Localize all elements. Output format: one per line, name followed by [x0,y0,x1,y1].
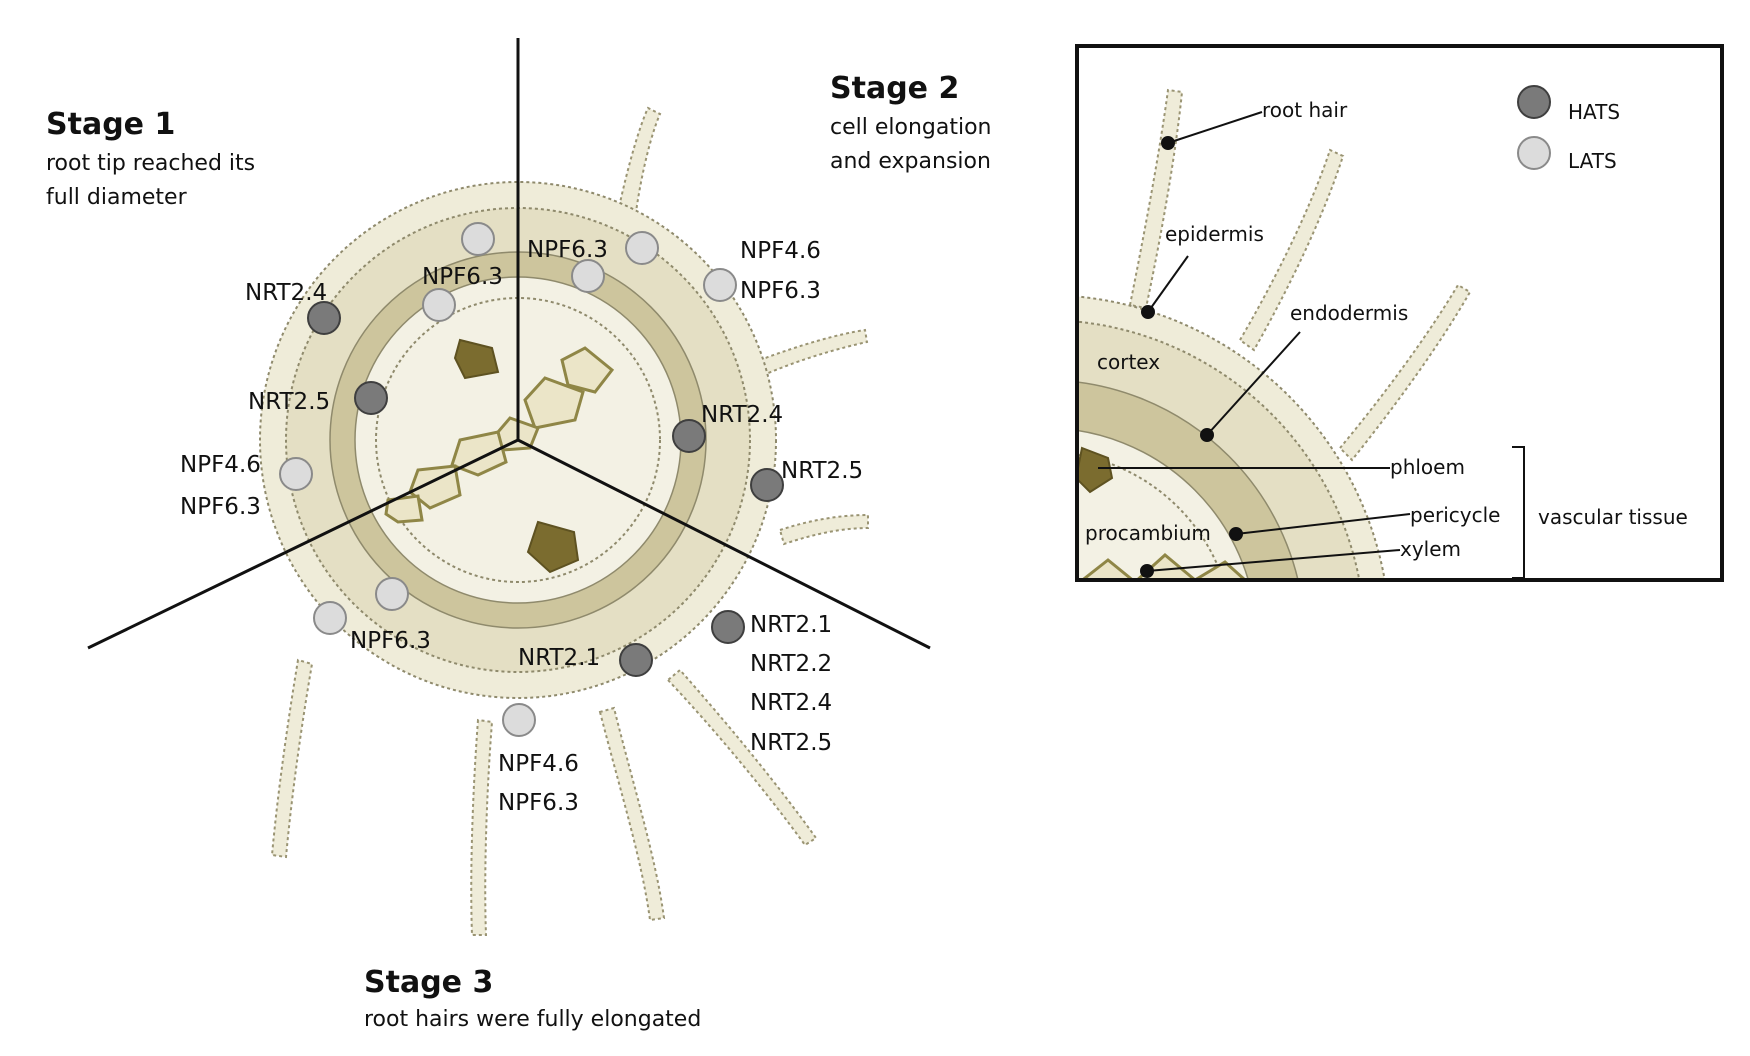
inset-cortex [1077,320,1361,580]
root-hairs [270,106,869,936]
inset-phloem-label: phloem [1390,455,1465,479]
root-hair [778,513,869,546]
hats-marker [307,301,341,335]
inset-root-hair-label: root hair [1262,98,1348,122]
xylem-cells [384,346,615,524]
stage1-nrt24-label: NRT2.4 [245,280,327,306]
divider-stage2-3 [517,438,931,650]
xylem-cell [523,376,585,430]
inset-epidermis-label: epidermis [1165,222,1264,246]
epidermis-pointer [1141,305,1155,319]
stage3-npf63-label: NPF6.3 [350,628,431,654]
inset-stele [1077,429,1250,580]
lats-marker [279,457,313,491]
stage2-title: Stage 2 [830,71,959,106]
inset-frame [1075,44,1724,582]
stage2-npf63b-label: NPF6.3 [740,278,821,304]
inset-root-hair [1338,283,1472,462]
hats-marker [750,468,784,502]
root-hair [598,706,666,922]
lats-markers [279,222,737,737]
lats-marker [422,288,456,322]
stage3-nrt21b-label: NRT2.1 [750,612,832,638]
stage1-npf46-label: NPF4.6 [180,452,261,478]
phloem-cell [526,520,580,574]
inset-xylem [1080,553,1247,580]
legend-lats-swatch [1517,136,1551,170]
stage2-nrt25-label: NRT2.5 [781,458,863,484]
root-hair [616,106,662,213]
inset-phloem [1077,446,1114,494]
hats-marker [354,381,388,415]
stage3-nrt21-label: NRT2.1 [518,645,600,671]
stage-dividers [87,38,931,650]
lats-marker [375,577,409,611]
xylem-cell [384,494,424,524]
root-hair [270,658,314,859]
stage2-desc-line1: cell elongation [830,115,992,140]
hats-marker [711,610,745,644]
lats-marker [625,231,659,265]
inset-root-hair [1238,148,1345,352]
stage1-npf63-label: NPF6.3 [422,264,503,290]
stage1-title: Stage 1 [46,107,175,142]
legend-hats-swatch [1517,85,1551,119]
xylem-pointer [1140,564,1154,578]
inset-endodermis-label: endodermis [1290,301,1408,325]
inset-epidermis [1077,295,1386,580]
stage2-npf46-label: NPF4.6 [740,238,821,264]
legend-lats-label: LATS [1568,149,1617,173]
root-hair [758,328,869,376]
divider-stage3-1 [87,438,519,650]
hats-marker [619,643,653,677]
stage1-desc-line1: root tip reached its [46,151,255,176]
lats-marker [313,601,347,635]
inset-pericycle-label: pericycle [1410,503,1500,527]
inset-vascular-tissue-label: vascular tissue [1538,505,1688,529]
inset-panel: root hair epidermis endodermis cortex ph… [1075,44,1724,582]
stage2-desc-line2: and expansion [830,149,991,174]
legend: HATS LATS [1517,85,1620,173]
legend-hats-label: HATS [1568,100,1620,124]
stage1-npf63b-label: NPF6.3 [180,494,261,520]
lats-marker [703,268,737,302]
stage1-desc-line2: full diameter [46,185,188,210]
lats-marker [571,259,605,293]
endodermis-pointer [1200,428,1214,442]
stage3-npf46-label: NPF4.6 [498,751,579,777]
stage3-nrt25-label: NRT2.5 [750,730,832,756]
stage2-npf63-label: NPF6.3 [527,237,608,263]
root-hair [470,718,494,936]
stage1-nrt25-label: NRT2.5 [248,389,330,415]
xylem-cell [408,464,462,510]
hats-markers [307,301,784,677]
stage3-nrt22-label: NRT2.2 [750,651,832,677]
root-hair [666,668,818,847]
stage3-npf63b-label: NPF6.3 [498,790,579,816]
inset-xylem-label: xylem [1400,537,1461,561]
hats-marker [672,419,706,453]
root-hair-pointer [1161,136,1175,150]
inset-cortex-label: cortex [1097,350,1160,374]
pericycle-pointer [1229,527,1243,541]
stage3-nrt24-label: NRT2.4 [750,690,832,716]
phloem-cell [453,338,500,380]
stage3-desc-line1: root hairs were fully elongated [364,1007,701,1032]
stage2-nrt24-label: NRT2.4 [701,402,783,428]
stage3-title: Stage 3 [364,965,493,1000]
xylem-cell [560,346,615,394]
vascular-tissue-bracket [1512,446,1525,579]
lats-marker [502,703,536,737]
lats-marker [461,222,495,256]
inset-procambium-label: procambium [1085,521,1211,545]
